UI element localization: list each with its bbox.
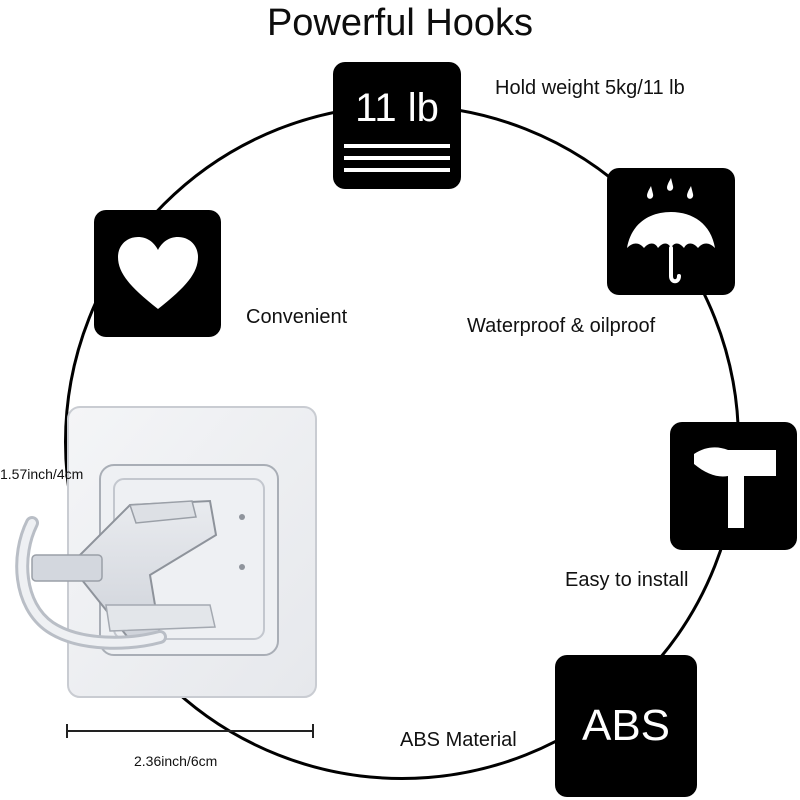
weight-label: Hold weight 5kg/11 lb — [495, 77, 685, 99]
install-tile — [670, 422, 797, 550]
waterproof-tile — [607, 168, 735, 295]
convenient-label: Convenient — [246, 306, 348, 328]
weight-tile: 11 lb — [333, 62, 461, 189]
heart-icon — [117, 236, 198, 309]
width-dimension-label: 2.36inch/6cm — [134, 753, 218, 769]
umbrella-icon — [627, 177, 715, 283]
weight-icon — [344, 144, 450, 172]
adhesive-hook-image — [15, 406, 317, 698]
height-dimension-label: 1.57inch/4cm — [0, 466, 84, 482]
hammer-icon — [693, 447, 776, 528]
width-dimension-line — [66, 724, 314, 738]
material-label: ABS Material — [400, 729, 517, 751]
abs-icon: ABS — [581, 701, 671, 750]
install-label: Easy to install — [565, 569, 689, 591]
weight-tile-text: 11 lb — [355, 86, 439, 130]
material-tile: ABS — [555, 655, 697, 797]
page-title: Powerful Hooks — [266, 2, 534, 44]
waterproof-label: Waterproof & oilproof — [467, 315, 656, 337]
convenient-tile — [94, 210, 221, 337]
